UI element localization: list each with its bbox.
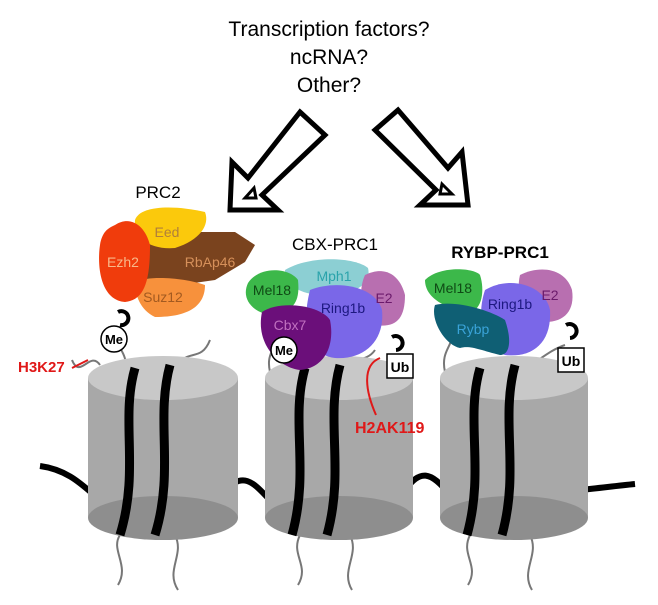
mel18-label-cbx: Mel18: [253, 282, 291, 298]
question-ncrna: ncRNA?: [289, 46, 369, 69]
h2ak119-label: H2AK119: [355, 420, 424, 437]
suz12-subunit: [135, 278, 205, 317]
catalysis-arrow-icon: [117, 309, 131, 328]
h2ak119-arrow-icon: [366, 357, 381, 416]
catalysis-arrow-icon-rybp: [564, 322, 579, 340]
me-mark-cbx: [270, 336, 298, 364]
eed-label: Eed: [155, 224, 180, 240]
ub-label-cbx: Ub: [391, 359, 410, 375]
me-mark: [100, 325, 128, 353]
rbap46-label: RbAp46: [185, 254, 236, 270]
rybp-label: Rybp: [457, 321, 490, 337]
suz12-label: Suz12: [143, 289, 183, 305]
cbx-prc1-title: CBX-PRC1: [292, 235, 378, 254]
e2-label-rybp: E2: [541, 287, 558, 303]
nucleosome-3: [440, 356, 588, 540]
dna-strand: [39, 463, 636, 503]
eed-subunit: [134, 207, 207, 249]
rybp-subunit: [434, 303, 510, 355]
mph1-label: Mph1: [316, 268, 351, 284]
ub-mark-cbx: [386, 353, 414, 379]
ezh2-subunit: [99, 221, 150, 302]
me-label-cbx: Me: [275, 343, 293, 358]
catalysis-arrow-icon-cbx: [390, 334, 405, 352]
mel18-label-rybp: Mel18: [434, 280, 472, 296]
me-label: Me: [105, 332, 123, 347]
h3k27-label: H3K27: [18, 359, 65, 376]
question-transcription-factors: Transcription factors?: [228, 18, 430, 41]
mel18-subunit: [245, 270, 299, 315]
ezh2-label: Ezh2: [107, 254, 139, 270]
nucleosome-1: [88, 356, 238, 540]
cbx7-label: Cbx7: [274, 317, 307, 333]
nucleosome-2: [265, 356, 413, 540]
arrow-right: [371, 106, 471, 208]
ring1b-label-rybp: Ring1b: [488, 296, 533, 312]
mel18-subunit-rybp: [425, 269, 483, 312]
ub-label-rybp: Ub: [562, 353, 581, 369]
rybp-prc1-title: RYBP-PRC1: [451, 243, 549, 262]
arrow-left: [227, 108, 329, 213]
ring1b-label-cbx: Ring1b: [321, 300, 366, 316]
h3k27-arrow-icon: [71, 359, 89, 369]
ub-mark-rybp: [557, 347, 585, 373]
prc2-title: PRC2: [135, 183, 180, 202]
question-other: Other?: [296, 74, 362, 97]
e2-label-cbx: E2: [375, 290, 392, 306]
